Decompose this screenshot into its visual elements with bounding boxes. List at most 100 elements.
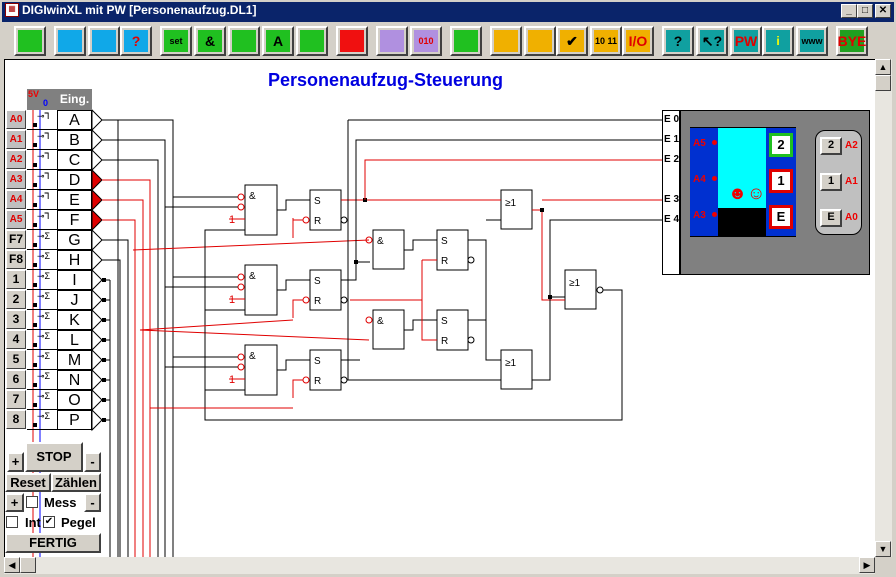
- input-l[interactable]: L: [57, 330, 92, 350]
- input-switch[interactable]: ⊸⅂: [27, 210, 57, 230]
- input-switch[interactable]: ⊸Σ: [27, 270, 57, 290]
- maximize-button[interactable]: □: [857, 4, 873, 18]
- reset-button[interactable]: Reset: [5, 473, 51, 492]
- input-switch[interactable]: ⊸Σ: [27, 370, 57, 390]
- input-switch[interactable]: ⊸Σ: [27, 230, 57, 250]
- check-button[interactable]: ✔: [556, 26, 588, 56]
- input-h[interactable]: H: [57, 250, 92, 270]
- output-button[interactable]: A: [262, 26, 294, 56]
- key-7[interactable]: 7: [6, 390, 26, 409]
- and-gate-button[interactable]: &: [194, 26, 226, 56]
- print-button[interactable]: [450, 26, 482, 56]
- input-switch[interactable]: ⊸Σ: [27, 250, 57, 270]
- input-m[interactable]: M: [57, 350, 92, 370]
- close-button[interactable]: ✕: [875, 4, 891, 18]
- speed-plus-button[interactable]: +: [7, 452, 24, 472]
- input-switch[interactable]: ⊸Σ: [27, 310, 57, 330]
- input-switch[interactable]: ⊸⅂: [27, 130, 57, 150]
- input-i[interactable]: I: [57, 270, 92, 290]
- key-4[interactable]: 4: [6, 330, 26, 349]
- save-as-button[interactable]: ?: [120, 26, 152, 56]
- pegel-checkbox[interactable]: ✔: [43, 516, 55, 528]
- key-2[interactable]: 2: [6, 290, 26, 309]
- input-c[interactable]: C: [57, 150, 92, 170]
- call-button-e[interactable]: E: [820, 209, 842, 227]
- www-button[interactable]: www: [796, 26, 828, 56]
- input-switch[interactable]: ⊸⅂: [27, 190, 57, 210]
- input-b[interactable]: B: [57, 130, 92, 150]
- key-a0[interactable]: A0: [6, 110, 26, 129]
- bye-button[interactable]: BYE: [836, 26, 868, 56]
- zaehlen-button[interactable]: Zählen: [51, 473, 101, 492]
- exit-run-button[interactable]: [336, 26, 368, 56]
- download-button[interactable]: [524, 26, 556, 56]
- stop-button[interactable]: STOP: [25, 442, 83, 472]
- input-switch[interactable]: ⊸Σ: [27, 330, 57, 350]
- inverter-bubble: [237, 363, 245, 371]
- scroll-up-button[interactable]: ▲: [875, 59, 891, 75]
- input-o[interactable]: O: [57, 390, 92, 410]
- key-8[interactable]: 8: [6, 410, 26, 429]
- input-e[interactable]: E: [57, 190, 92, 210]
- scroll-left-button[interactable]: ◀: [4, 557, 20, 573]
- mess-minus-button[interactable]: -: [84, 493, 101, 512]
- mess-plus-button[interactable]: +: [5, 493, 24, 512]
- pw-button[interactable]: PW: [730, 26, 762, 56]
- key-f8[interactable]: F8: [6, 250, 26, 269]
- scroll-thumb[interactable]: [875, 75, 891, 91]
- input-switch[interactable]: ⊸Σ: [27, 290, 57, 310]
- input-switch[interactable]: ⊸Σ: [27, 410, 57, 430]
- scroll-right-button[interactable]: ▶: [859, 557, 875, 573]
- key-a4[interactable]: A4: [6, 190, 26, 209]
- call-button-1[interactable]: 1: [820, 173, 842, 191]
- int-checkbox[interactable]: [6, 516, 18, 528]
- truth-table-button[interactable]: 10 11: [590, 26, 622, 56]
- zoom-binary-button[interactable]: 010: [410, 26, 442, 56]
- info-button[interactable]: i: [762, 26, 794, 56]
- wire-button[interactable]: [228, 26, 260, 56]
- io-button[interactable]: I/O: [622, 26, 654, 56]
- help-button[interactable]: ?: [662, 26, 694, 56]
- key-f7[interactable]: F7: [6, 230, 26, 249]
- input-j[interactable]: J: [57, 290, 92, 310]
- pulse-button[interactable]: [296, 26, 328, 56]
- clear-button[interactable]: [490, 26, 522, 56]
- vertical-scrollbar[interactable]: ▲ ▼: [875, 59, 892, 557]
- key-a3[interactable]: A3: [6, 170, 26, 189]
- key-5[interactable]: 5: [6, 350, 26, 369]
- input-k[interactable]: K: [57, 310, 92, 330]
- input-d[interactable]: D: [57, 170, 92, 190]
- call-button-2[interactable]: 2: [820, 137, 842, 155]
- key-a5[interactable]: A5: [6, 210, 26, 229]
- key-a1[interactable]: A1: [6, 130, 26, 149]
- input-switch[interactable]: ⊸⅂: [27, 170, 57, 190]
- input-switch[interactable]: ⊸Σ: [27, 350, 57, 370]
- input-n[interactable]: N: [57, 370, 92, 390]
- input-g[interactable]: G: [57, 230, 92, 250]
- set-switch-button[interactable]: set: [160, 26, 192, 56]
- zoom-signal-button[interactable]: [376, 26, 408, 56]
- minimize-button[interactable]: _: [841, 4, 857, 18]
- input-switch[interactable]: ⊸⅂: [27, 150, 57, 170]
- input-a[interactable]: A: [57, 110, 92, 130]
- mess-checkbox[interactable]: [26, 496, 38, 508]
- fertig-button[interactable]: FERTIG: [5, 533, 101, 553]
- key-6[interactable]: 6: [6, 370, 26, 389]
- open-file-button[interactable]: [54, 26, 86, 56]
- key-3[interactable]: 3: [6, 310, 26, 329]
- input-switch[interactable]: ⊸Σ: [27, 390, 57, 410]
- context-help-button[interactable]: ↖?: [696, 26, 728, 56]
- speed-minus-button[interactable]: -: [84, 452, 101, 472]
- hscroll-thumb[interactable]: [20, 557, 36, 573]
- scroll-down-button[interactable]: ▼: [875, 541, 891, 557]
- new-file-button[interactable]: [14, 26, 46, 56]
- horizontal-scrollbar[interactable]: ◀ ▶: [4, 557, 875, 574]
- wire: [204, 229, 623, 421]
- input-f[interactable]: F: [57, 210, 92, 230]
- junction-dot: [102, 338, 106, 342]
- key-a2[interactable]: A2: [6, 150, 26, 169]
- input-switch[interactable]: ⊸⅂: [27, 110, 57, 130]
- key-1[interactable]: 1: [6, 270, 26, 289]
- input-p[interactable]: P: [57, 410, 92, 430]
- save-file-button[interactable]: [88, 26, 120, 56]
